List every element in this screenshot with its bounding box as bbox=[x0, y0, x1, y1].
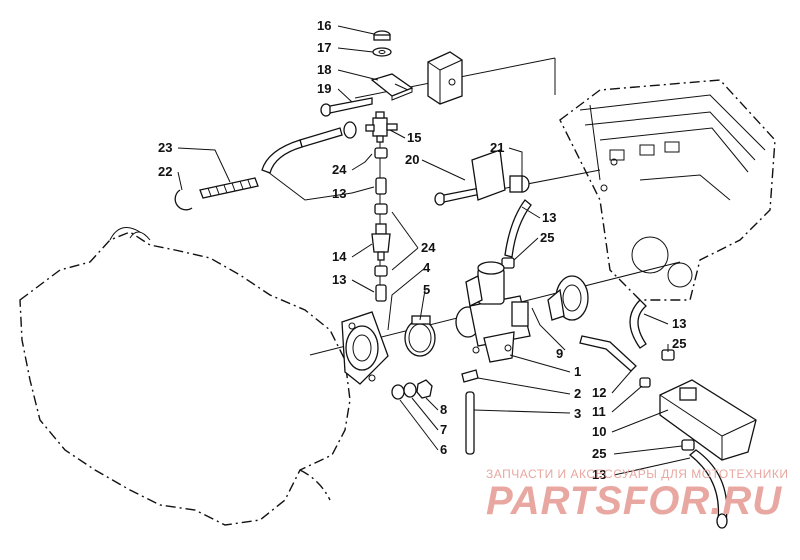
callout-13-right: 13 bbox=[672, 316, 686, 331]
bolt-19 bbox=[320, 97, 373, 117]
washer-17 bbox=[372, 47, 392, 57]
lockwasher-7 bbox=[403, 382, 417, 398]
hose-12 bbox=[579, 335, 637, 372]
callout-13-lower: 13 bbox=[332, 272, 346, 287]
watermark-subtitle: ЗАПЧАСТИ И АКСЕССУАРЫ ДЛЯ МОТОТЕХНИКИ bbox=[486, 467, 788, 481]
clamp-25-lower bbox=[681, 439, 695, 451]
callout-25-lower: 25 bbox=[592, 446, 606, 461]
callout-20: 20 bbox=[405, 152, 419, 167]
callout-19: 19 bbox=[317, 81, 331, 96]
callout-14: 14 bbox=[332, 249, 347, 264]
fuel-fitting-15 bbox=[365, 111, 398, 143]
callout-8: 8 bbox=[440, 402, 447, 417]
watermark: ЗАПЧАСТИ И АКСЕССУАРЫ ДЛЯ МОТОТЕХНИКИ PA… bbox=[486, 467, 788, 523]
engine-outline bbox=[19, 227, 351, 526]
callout-17: 17 bbox=[317, 40, 331, 55]
airbox-outline bbox=[559, 79, 776, 301]
callout-2: 2 bbox=[574, 386, 581, 401]
watermark-brand: PARTSFOR.RU bbox=[486, 479, 782, 523]
callout-11: 11 bbox=[592, 404, 606, 419]
callout-1: 1 bbox=[574, 364, 581, 379]
clamp-24-mid bbox=[374, 203, 388, 215]
hose-13-lower-right bbox=[688, 449, 728, 529]
spring-23 bbox=[199, 177, 259, 199]
callout-13-vent: 13 bbox=[542, 210, 556, 225]
clamp-24-upper bbox=[374, 147, 388, 159]
intake-flange-4 bbox=[341, 311, 389, 385]
leader-lines bbox=[177, 25, 691, 476]
clamp-18 bbox=[370, 73, 414, 101]
callout-13-upper: 13 bbox=[332, 186, 346, 201]
callout-5: 5 bbox=[423, 282, 430, 297]
callout-13-lower-right: 13 bbox=[592, 467, 606, 482]
circlip-22 bbox=[174, 189, 193, 211]
nut-8 bbox=[416, 379, 433, 399]
callout-21: 21 bbox=[490, 140, 504, 155]
air-boot-9 bbox=[547, 275, 589, 321]
carburetor-1 bbox=[455, 261, 531, 363]
clamp-25-upper bbox=[501, 257, 515, 269]
callout-4: 4 bbox=[423, 260, 431, 275]
fuel-filter-14 bbox=[371, 223, 391, 261]
callout-15: 15 bbox=[407, 130, 421, 145]
callout-18: 18 bbox=[317, 62, 331, 77]
callout-12: 12 bbox=[592, 385, 606, 400]
hose-clamp-5 bbox=[404, 315, 436, 357]
callout-10: 10 bbox=[592, 424, 606, 439]
bracket-21 bbox=[471, 149, 530, 201]
needle-3 bbox=[465, 391, 475, 455]
callout-6: 6 bbox=[440, 442, 447, 457]
callout-25-right: 25 bbox=[672, 336, 686, 351]
callout-24-lower: 24 bbox=[421, 240, 436, 255]
callout-labels: 16 17 18 19 15 23 22 24 13 21 20 13 25 1… bbox=[158, 18, 686, 482]
callout-7: 7 bbox=[440, 422, 447, 437]
throttle-cable-bracket bbox=[427, 51, 463, 105]
clamp-24-lower bbox=[374, 265, 388, 277]
pulse-unit-10 bbox=[659, 379, 757, 461]
callout-24-upper: 24 bbox=[332, 162, 347, 177]
callout-9: 9 bbox=[556, 346, 563, 361]
clip-2 bbox=[461, 369, 479, 383]
callout-22: 22 bbox=[158, 164, 172, 179]
callout-25-upper: 25 bbox=[540, 230, 554, 245]
hose-13-upper bbox=[375, 177, 387, 195]
nut-16 bbox=[373, 30, 391, 41]
hose-13-lower bbox=[375, 284, 387, 302]
callout-23: 23 bbox=[158, 140, 172, 155]
clamp-11 bbox=[639, 377, 651, 388]
vent-hose-13 bbox=[504, 199, 532, 258]
callout-3: 3 bbox=[574, 406, 581, 421]
hose-13-right bbox=[629, 299, 647, 349]
fuel-hose-upper bbox=[261, 121, 357, 174]
washer-6 bbox=[391, 384, 405, 400]
callout-16: 16 bbox=[317, 18, 331, 33]
